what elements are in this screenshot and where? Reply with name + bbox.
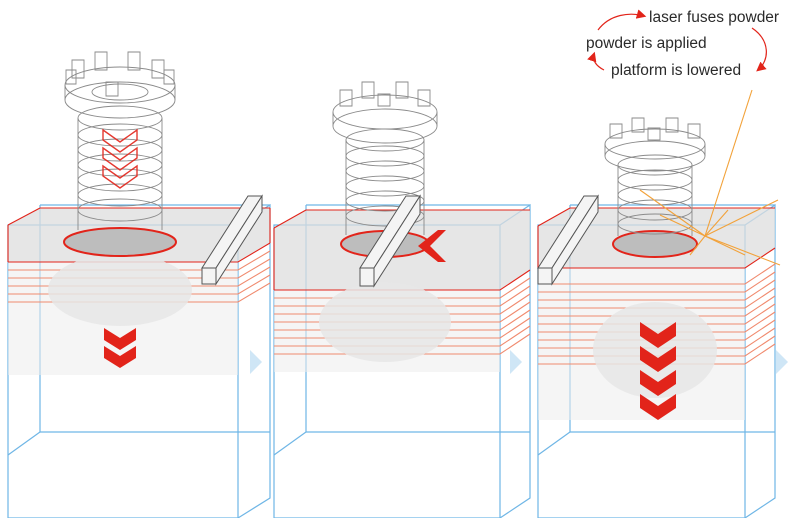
next-step-arrow-2 — [510, 350, 522, 374]
next-step-arrow-1 — [250, 350, 262, 374]
fused-part-base — [593, 302, 717, 398]
panel-2-powder-applied — [273, 81, 531, 518]
fused-cross-section — [63, 227, 177, 257]
panel-3-laser-fusing — [537, 89, 781, 518]
cycle-arrow-left — [587, 51, 605, 71]
process-cycle-legend: laser fuses powder powder is applied pla… — [586, 9, 779, 79]
fused-part-base — [48, 254, 192, 326]
cycle-label-laser-fuses-powder: laser fuses powder — [649, 9, 779, 26]
cycle-label-powder-is-applied: powder is applied — [586, 35, 707, 52]
platform-lowered-arrow — [640, 322, 676, 420]
platform-lowered-arrow — [104, 328, 136, 368]
recoater-blade — [537, 194, 599, 286]
cycle-arrow-right — [751, 27, 767, 72]
recoater-direction-arrow — [418, 230, 446, 262]
cycle-arrow-top — [597, 9, 647, 31]
laser-beams — [639, 89, 781, 266]
recoater-blade — [359, 194, 421, 288]
rook-wireframe — [64, 51, 176, 230]
recoater-blade — [201, 194, 263, 286]
fused-part-base — [319, 282, 451, 362]
cycle-label-platform-is-lowered: platform is lowered — [611, 62, 741, 79]
rook-wireframe — [332, 81, 438, 235]
panel-1-platform-lowered — [7, 51, 271, 518]
rook-wireframe — [604, 117, 706, 236]
layer-down-arrows — [102, 128, 138, 189]
fused-cross-section — [612, 230, 698, 258]
next-step-arrow-3 — [776, 350, 788, 374]
